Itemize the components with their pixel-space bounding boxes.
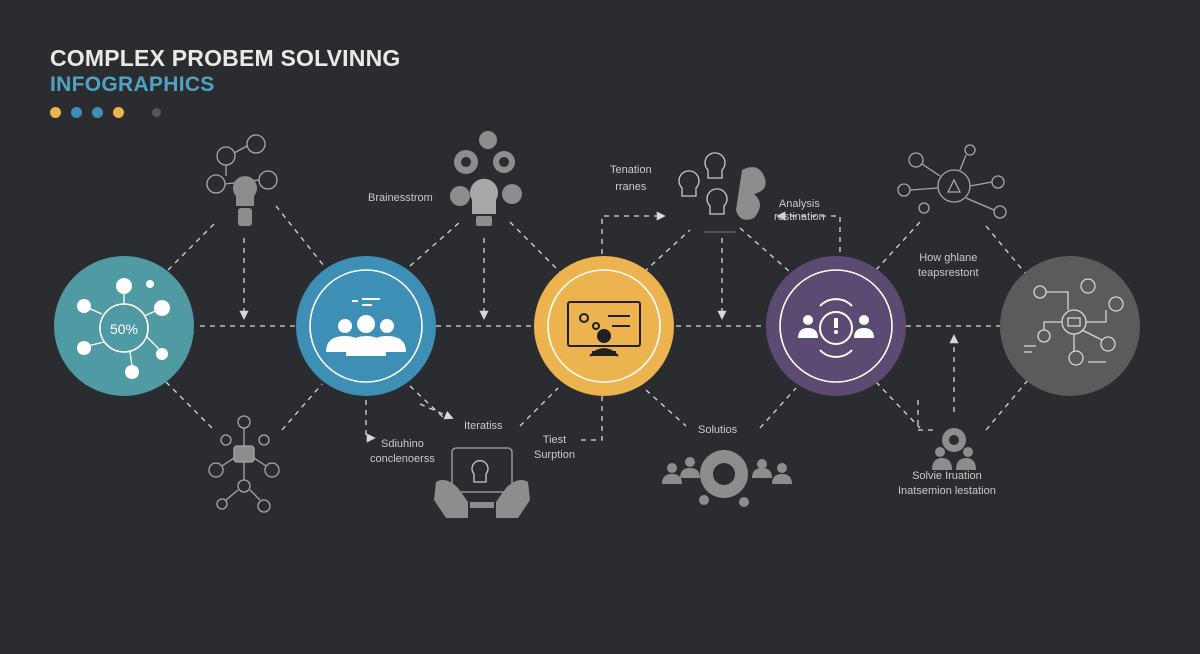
label-tenation: Tenation rranes — [610, 164, 652, 194]
connector-arrows — [239, 238, 959, 420]
workflow-icon — [1024, 278, 1124, 366]
label-solving-line2: conclenoerss — [370, 453, 435, 465]
network-icon — [77, 278, 170, 379]
network-cluster-top-icon — [206, 134, 278, 226]
label-solve: Solvie Iruation Inatsemion lestation — [898, 470, 996, 498]
label-how-line2: teapsrestont — [918, 267, 979, 279]
legend-dots — [50, 107, 400, 118]
gear-network-icon — [897, 144, 1007, 219]
label-analysis: Analysis restination — [774, 198, 825, 224]
legend-dot-1 — [50, 107, 61, 118]
collaboration-icon — [779, 269, 893, 383]
team-icon — [309, 269, 423, 383]
legend-dot-5 — [152, 108, 161, 117]
legend-dot-3 — [92, 107, 103, 118]
label-how-line1: How ghlane — [919, 252, 978, 264]
gear-team-icon — [662, 450, 792, 507]
label-analysis-line1: Analysis — [778, 198, 820, 210]
page-title: COMPLEX PROBEM SOLVINNG — [50, 45, 401, 71]
legend-dot-4 — [113, 107, 124, 118]
connector-lines — [165, 205, 1029, 443]
monitor-icon — [547, 269, 661, 383]
stage-circle-3 — [534, 256, 674, 396]
legend-dot-2 — [71, 107, 82, 118]
label-solve-line1: Solvie Iruation — [912, 470, 982, 482]
stage-1-value: 50% — [110, 321, 138, 337]
gears-bulb-icon — [450, 131, 522, 226]
label-brainstorm: Brainesstrom — [368, 192, 433, 204]
label-tenation-line1: Tenation — [610, 164, 652, 176]
title-block: COMPLEX PROBEM SOLVINNG INFOGRAPHICS — [50, 44, 400, 118]
label-analysis-line2: restination — [774, 211, 825, 223]
label-how: How ghlane teapsrestont — [918, 252, 979, 280]
hands-bulb-icon — [434, 447, 530, 518]
stage-circle-1 — [54, 256, 194, 396]
label-test-line2: Surption — [534, 449, 575, 461]
label-solve-line2: Inatsemion lestation — [898, 485, 996, 497]
label-test-line1: Tiest — [542, 434, 567, 446]
label-solving: Sdiuhino conclenoerss — [370, 438, 435, 466]
bulbs-cluster-icon — [678, 152, 766, 233]
label-test: Tiest Surption — [534, 434, 575, 462]
label-solutios: Solutios — [698, 424, 738, 436]
label-iteratiss: Iteratiss — [464, 420, 503, 432]
label-solving-line1: Sdiuhino — [381, 438, 424, 450]
people-gear-icon — [932, 428, 976, 470]
label-tenation-line2: rranes — [615, 181, 647, 193]
network-cluster-bottom-icon — [208, 415, 280, 513]
page-subtitle: INFOGRAPHICS — [50, 73, 215, 96]
